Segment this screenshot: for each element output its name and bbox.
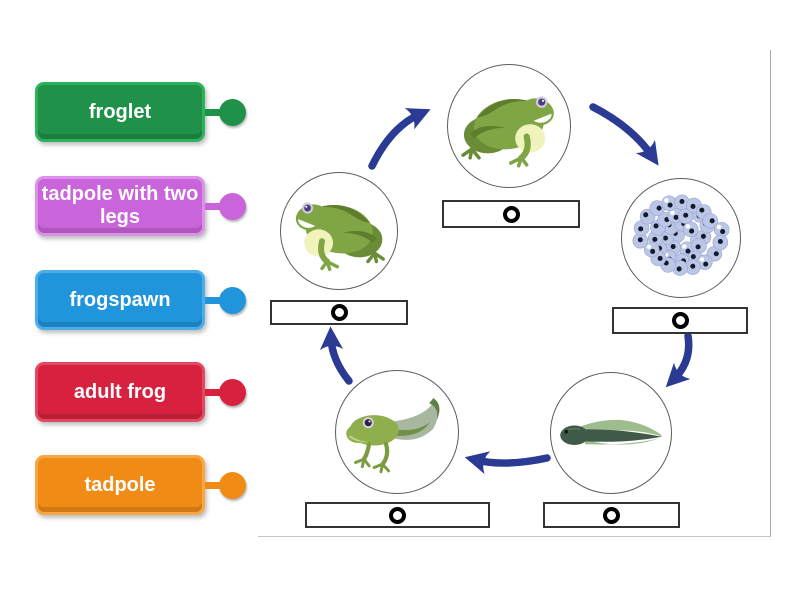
drop-target-tadpole-two-legs[interactable]	[305, 502, 490, 528]
label-chip-tadpole-with-two-legs[interactable]: tadpole with two legs	[35, 176, 246, 236]
arrow-twolegs-to-froglet	[319, 326, 353, 385]
label-chip-adult-frog-body[interactable]: adult frog	[35, 362, 205, 422]
connector-stem	[205, 388, 224, 396]
drop-target-ring[interactable]	[330, 304, 348, 321]
connector-stem	[205, 108, 224, 116]
drop-target-frogspawn[interactable]	[612, 307, 748, 334]
label-chip-frogspawn-body[interactable]: frogspawn	[35, 270, 205, 330]
frogspawn-illustration	[632, 194, 730, 276]
connector-knob[interactable]	[219, 98, 246, 126]
tadpole-illustration	[560, 419, 663, 445]
connector-knob[interactable]	[219, 192, 246, 220]
label-text: froglet	[88, 100, 152, 123]
drop-target-ring[interactable]	[671, 312, 689, 329]
connector-stem	[205, 296, 224, 304]
connector-stem	[205, 481, 224, 489]
label-text: frogspawn	[69, 288, 171, 311]
label-chip-tadpole[interactable]: tadpole	[35, 455, 246, 515]
drop-target-ring[interactable]	[502, 205, 520, 223]
frogspawn-stage-circle	[621, 178, 741, 298]
tadpole-with-two-legs-illustration	[346, 398, 440, 474]
drop-target-adult-frog[interactable]	[442, 200, 580, 228]
adult-frog-illustration	[456, 80, 562, 172]
tadpole-two-legs-stage-circle	[335, 370, 459, 494]
drop-target-froglet[interactable]	[270, 300, 408, 325]
arrow-froglet-to-adult	[368, 108, 431, 170]
froglet-stage-circle	[280, 172, 398, 290]
arrow-adult-to-frogspawn	[589, 103, 659, 166]
adult-frog-stage-circle	[447, 64, 571, 188]
label-chip-froglet-body[interactable]: froglet	[35, 82, 205, 142]
tadpole-stage-circle	[550, 372, 672, 494]
label-chip-adult-frog[interactable]: adult frog	[35, 362, 246, 422]
froglet-illustration	[288, 187, 390, 275]
label-chip-tadpole-with-two-legs-body[interactable]: tadpole with two legs	[35, 176, 205, 236]
label-text: tadpole	[84, 473, 156, 496]
drop-target-ring[interactable]	[603, 506, 620, 524]
drop-target-tadpole[interactable]	[543, 502, 680, 528]
arrow-tadpole-to-twolegs	[464, 451, 551, 475]
arrow-frogspawn-to-tadpole	[665, 332, 693, 388]
label-text: tadpole with two legs	[41, 183, 199, 228]
label-chip-tadpole-body[interactable]: tadpole	[35, 455, 205, 515]
label-chip-frogspawn[interactable]: frogspawn	[35, 270, 246, 330]
drop-target-ring[interactable]	[389, 506, 406, 524]
connector-stem	[205, 202, 224, 210]
connector-knob[interactable]	[219, 378, 246, 406]
connector-knob[interactable]	[219, 471, 246, 499]
connector-knob[interactable]	[219, 286, 246, 314]
label-chip-froglet[interactable]: froglet	[35, 82, 246, 142]
label-text: adult frog	[73, 380, 167, 403]
